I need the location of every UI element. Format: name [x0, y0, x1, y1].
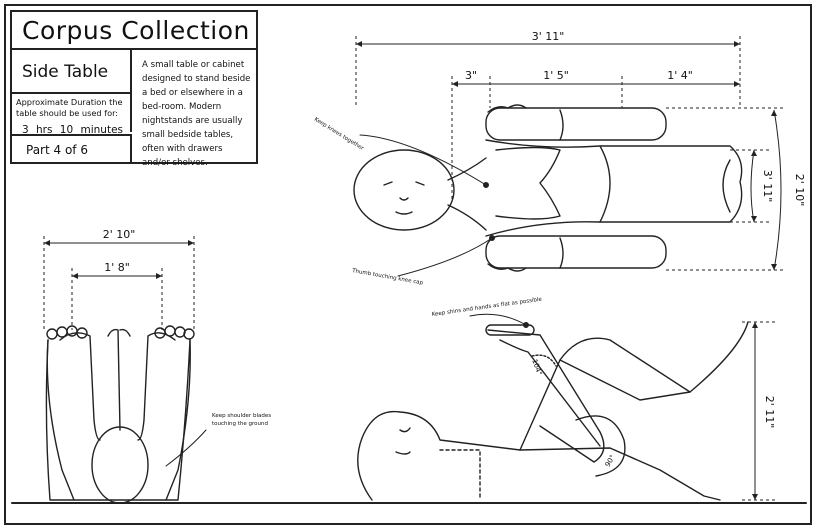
dim-right-outer: 2' 10" — [793, 174, 806, 207]
annotation-keep-knees: Keep knees together — [313, 117, 365, 153]
dim-angle-2: 90° — [604, 454, 617, 469]
dim-front-outer: 2' 10" — [103, 228, 136, 241]
dim-top-seg1: 3" — [465, 69, 477, 82]
sheet-border — [4, 4, 812, 525]
sheet-title: Corpus Collection — [12, 12, 256, 50]
duration-value: 3 hrs 10 minutes — [22, 124, 123, 136]
top-view-figure — [353, 104, 743, 272]
leader-keep-shins — [469, 313, 527, 326]
leader-shoulder — [165, 429, 207, 467]
annotation-keep-shoulder: Keep shoulder blades touching the ground — [212, 413, 272, 427]
dim-angle-1: 104° — [530, 358, 543, 377]
toes-right — [154, 325, 195, 340]
part-number: Part 4 of 6 — [12, 134, 132, 162]
side-view-figure — [357, 321, 749, 501]
dim-top-seg3: 1' 4" — [667, 69, 693, 82]
dim-side-height: 2' 11" — [763, 396, 776, 429]
item-description: A small table or cabinet designed to sta… — [142, 60, 251, 168]
toes-left — [46, 325, 88, 340]
leader-thumb-knee — [397, 237, 493, 277]
dim-top-overall: 3' 11" — [532, 30, 565, 43]
duration-label: Approximate Duration the table should be… — [16, 97, 123, 118]
leader-keep-knees — [359, 134, 487, 186]
front-view-figure — [45, 325, 195, 504]
dim-right-inner: 3' 11" — [761, 170, 774, 203]
annotation-thumb-knee: Thumb touching knee cap — [351, 268, 424, 287]
dim-top-seg2: 1' 5" — [543, 69, 569, 82]
dim-front-inner: 1' 8" — [104, 261, 130, 274]
item-name: Side Table — [12, 50, 132, 94]
title-block: Corpus Collection Side Table A small tab… — [10, 10, 258, 168]
leader-lines — [165, 134, 529, 467]
duration-block: Approximate Duration the table should be… — [12, 94, 132, 136]
